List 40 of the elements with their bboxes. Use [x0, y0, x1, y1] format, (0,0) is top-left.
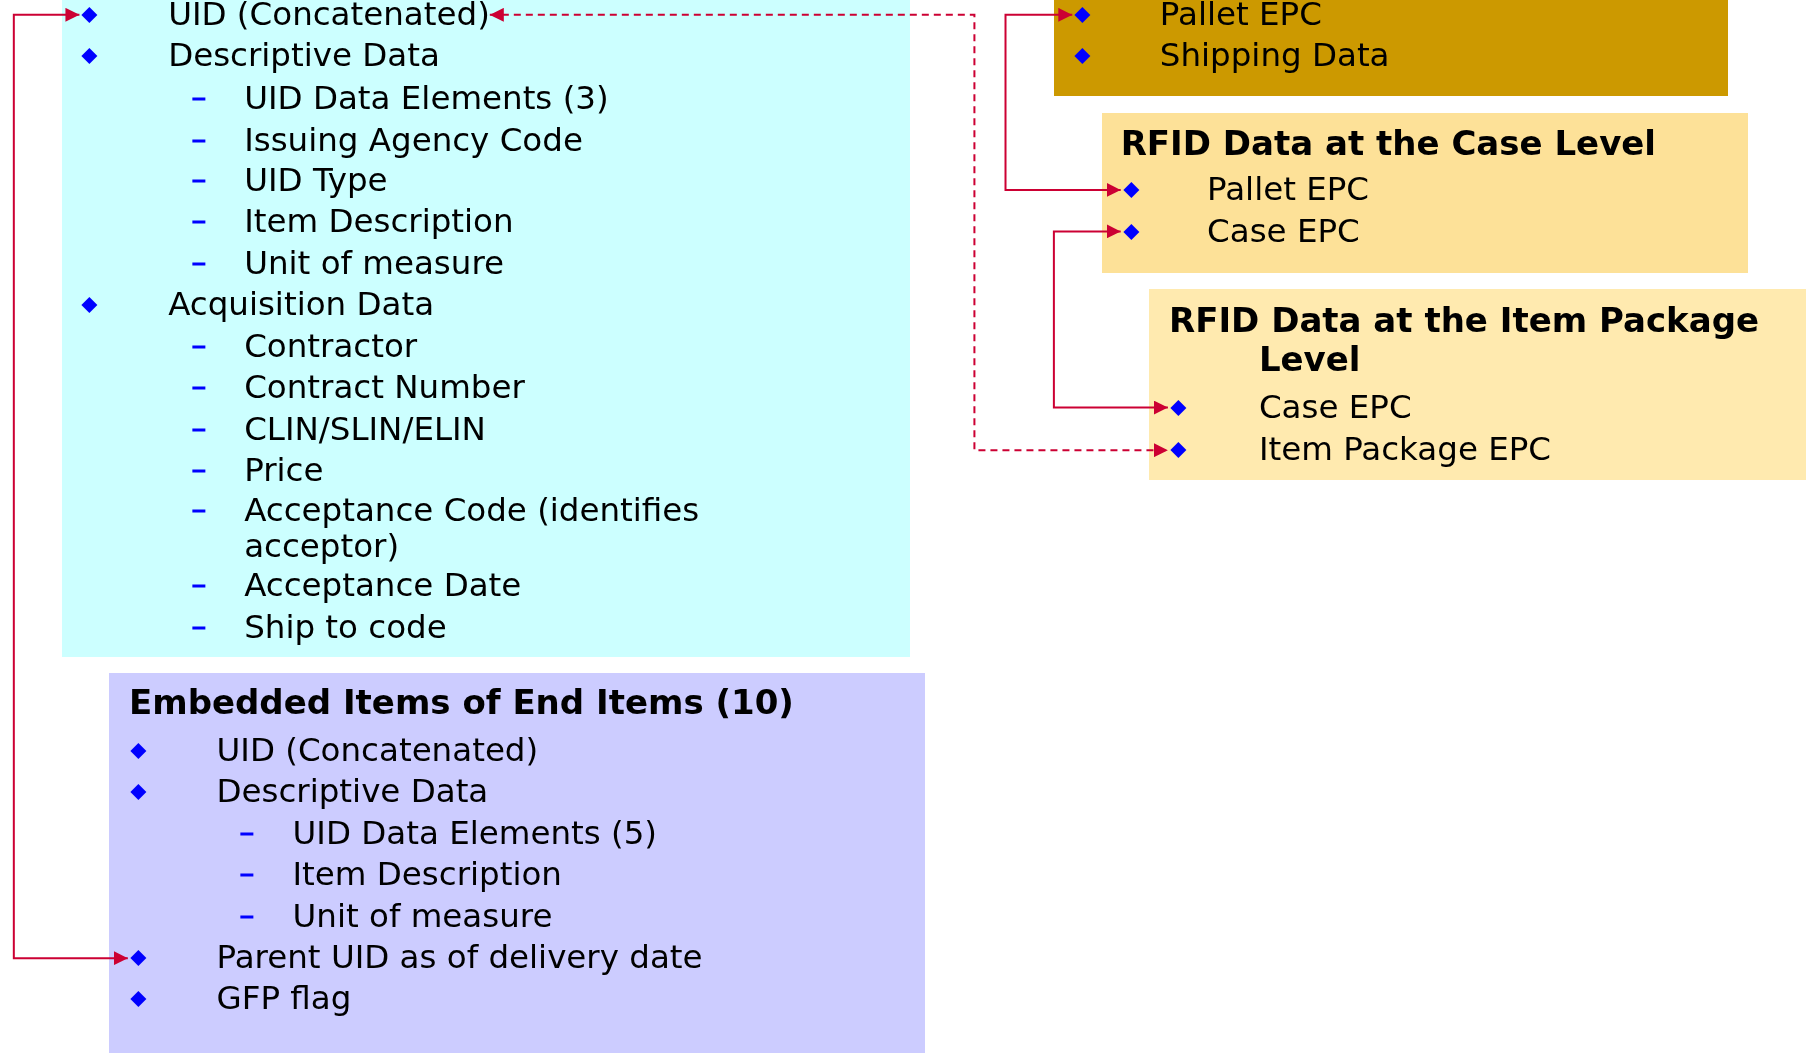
connector-arrow: [488, 7, 1169, 458]
panel-heading: RFID Data at the Item Package Level: [1169, 300, 1761, 379]
list-panel: [1102, 112, 1749, 273]
list-item: Contractor: [244, 328, 418, 365]
list-item: Unit of measure: [292, 898, 553, 935]
list-item: Ship to code: [244, 609, 447, 646]
connector-arrow: [12, 7, 129, 966]
list-item: UID (Concatenated): [168, 0, 490, 33]
list-item: CLIN/SLIN/ELIN: [244, 411, 486, 448]
list-item: UID Data Elements (3): [244, 81, 609, 117]
panel-heading: Embedded Items of End Items (10): [129, 683, 795, 723]
list-panel: [1149, 289, 1806, 481]
list-item: UID (Concatenated): [216, 732, 539, 769]
list-item: Issuing Agency Code: [244, 122, 583, 159]
list-panel: [109, 672, 925, 1053]
list-panel: [1053, 0, 1728, 96]
list-item: Case EPC: [1207, 213, 1360, 250]
list-item: Parent UID as of delivery date: [216, 940, 703, 977]
connector-arrow: [1052, 224, 1169, 415]
connector-arrow: [1004, 7, 1122, 197]
list-item: Pallet EPC: [1207, 172, 1370, 208]
list-item: Price: [244, 453, 324, 489]
list-item: UID Type: [244, 162, 388, 199]
list-item: Pallet EPC: [1159, 0, 1322, 33]
panel-heading: RFID Data at the Case Level: [1120, 124, 1657, 164]
list-item: Item Description: [292, 857, 562, 894]
list-item: Acquisition Data: [168, 287, 435, 323]
list-item: Acceptance Date: [244, 568, 522, 604]
list-item: Item Package EPC: [1258, 432, 1552, 469]
list-item: Item Description: [244, 204, 514, 241]
list-item: Case EPC: [1258, 389, 1412, 426]
list-item: Contract Number: [244, 370, 525, 406]
list-item: Descriptive Data: [216, 774, 489, 811]
list-item: Descriptive Data: [168, 38, 440, 75]
list-item: UID Data Elements (5): [292, 815, 658, 852]
list-panel: [62, 0, 910, 657]
list-item: Unit of measure: [244, 245, 505, 282]
list-item: Shipping Data: [1159, 38, 1390, 75]
list-item: GFP flag: [216, 980, 352, 1017]
list-item: Acceptance Code (identifies acceptor): [244, 493, 701, 565]
